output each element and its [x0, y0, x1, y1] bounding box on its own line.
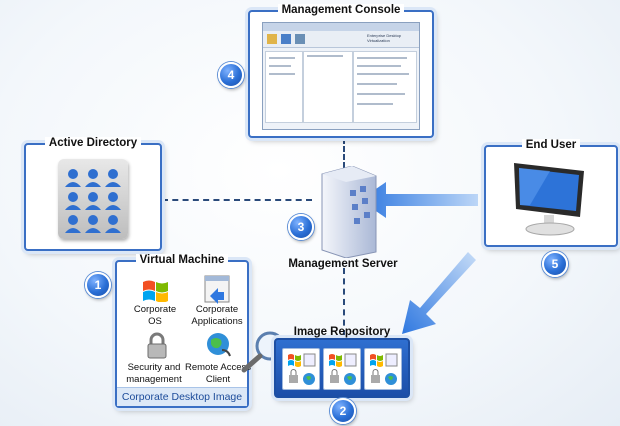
corporate-applications-label: Corporate Applications	[191, 304, 243, 327]
virtual-machine-title: Virtual Machine	[135, 254, 229, 266]
corporate-desktop-image-caption: Corporate Desktop Image	[117, 387, 247, 406]
active-directory-panel: Active Directory	[24, 137, 162, 251]
step-3-badge: 3	[288, 214, 314, 240]
repository-image-tile	[364, 348, 402, 390]
step-4-badge: 4	[218, 62, 244, 88]
directory-to-server-connector	[162, 199, 312, 201]
management-console-panel: Management Console Enterprise Desktop Vi…	[248, 4, 434, 138]
server-to-repository-connector	[343, 268, 345, 336]
applications-icon	[203, 274, 231, 309]
end-user-to-repository-arrow	[402, 252, 476, 334]
corporate-os-label: Corporate OS	[133, 304, 177, 327]
step-1-badge: 1	[85, 272, 111, 298]
end-user-panel: End User	[484, 139, 618, 247]
end-user-to-server-arrow	[360, 182, 478, 218]
management-console-title: Management Console	[277, 4, 405, 16]
server-tower-icon	[316, 165, 380, 263]
step-2-badge: 2	[330, 398, 356, 424]
repository-image-tile	[282, 348, 320, 390]
console-screenshot: Enterprise Desktop Virtualization	[262, 22, 420, 130]
remote-globe-icon	[205, 330, 233, 365]
virtual-machine-panel: Virtual Machine Corporate OS Corporate A…	[115, 254, 251, 408]
windows-logo-icon	[141, 276, 171, 307]
repository-image-tile	[323, 348, 361, 390]
image-repository-panel: Image Repository	[274, 326, 410, 398]
image-repository-title: Image Repository	[293, 326, 391, 338]
monitor-icon	[510, 159, 594, 244]
console-to-server-connector	[343, 138, 345, 168]
padlock-icon	[143, 332, 171, 365]
active-directory-title: Active Directory	[44, 137, 142, 149]
step-5-badge: 5	[542, 251, 568, 277]
management-server-label: Management Server	[288, 258, 398, 270]
console-caption: Enterprise Desktop Virtualization	[367, 33, 402, 43]
users-group-icon	[58, 159, 128, 239]
end-user-title: End User	[521, 139, 581, 151]
